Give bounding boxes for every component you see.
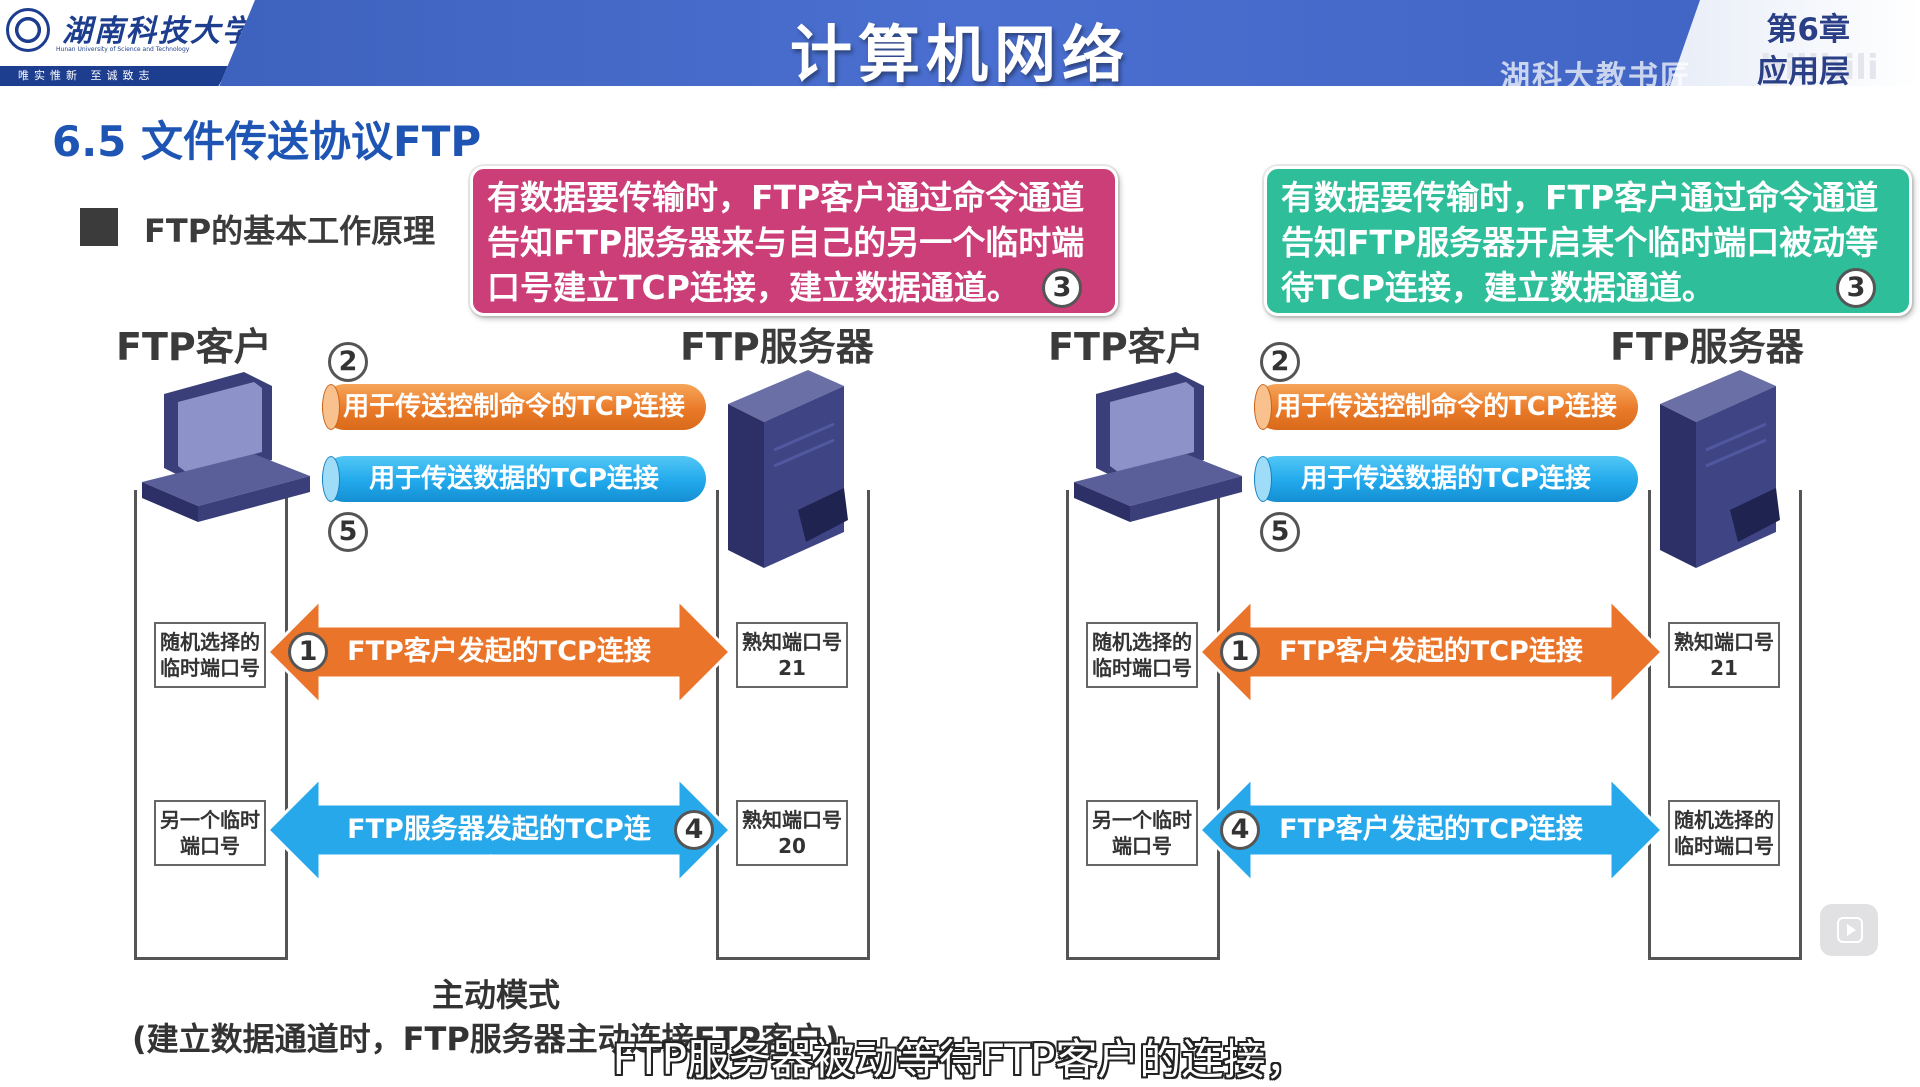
step-2-badge: 2 (328, 342, 368, 382)
control-connection-pipe: 用于传送控制命令的TCP连接 (1254, 384, 1638, 430)
video-subtitle: FTP服务器被动等待FTP客户的连接， (612, 1035, 1308, 1084)
client-label: FTP客户 (1048, 325, 1204, 369)
data-connection-pipe: 用于传送数据的TCP连接 (322, 456, 706, 502)
step-1-badge: 1 (288, 632, 328, 672)
pipe-label: 用于传送数据的TCP连接 (1301, 464, 1591, 494)
step-4-badge: 4 (674, 810, 714, 850)
server-tower-icon (1660, 370, 1780, 568)
client-port-box-1: 随机选择的临时端口号 (1086, 622, 1198, 688)
pipe-label: 用于传送数据的TCP连接 (369, 464, 659, 494)
step-5-badge: 5 (328, 512, 368, 552)
bilibili-logo-icon: bilibili (1760, 48, 1879, 88)
client-lifeline (1066, 490, 1220, 960)
tcp-connection-arrow-4 (1200, 778, 1662, 882)
client-lifeline (134, 490, 288, 960)
bullet-heading: FTP的基本工作原理 (144, 212, 436, 250)
passive-mode-diagram: 有数据要传输时，FTP客户通过命令通道告知FTP服务器开启某个临时端口被动等待T… (930, 0, 1912, 1079)
client-port-box-1: 随机选择的临时端口号 (154, 622, 266, 688)
step-3-badge: 3 (1836, 268, 1876, 308)
pipe-cap (322, 384, 340, 430)
tcp-connection-arrow-1 (1200, 600, 1662, 704)
client-port-box-4: 另一个临时端口号 (154, 800, 266, 866)
arrow-4-label: FTP客户发起的TCP连接 (1279, 814, 1583, 845)
server-port-box-4: 熟知端口号20 (736, 800, 848, 866)
tcp-connection-arrow-1 (268, 600, 730, 704)
client-computer-icon (1074, 372, 1242, 522)
play-icon (1837, 917, 1863, 943)
university-motto: 唯实惟新 至诚致志 (0, 66, 230, 86)
watermark-text: 湖科大教书匠 (1500, 60, 1692, 95)
server-label: FTP服务器 (680, 325, 874, 369)
client-computer-icon (142, 372, 310, 522)
header-bar (0, 0, 1920, 86)
server-tower-icon (728, 370, 848, 568)
server-lifeline (1648, 490, 1802, 960)
arrow-1-label: FTP客户发起的TCP连接 (347, 636, 651, 667)
callout-text: 有数据要传输时，FTP客户通过命令通道告知FTP服务器来与自己的另一个临时端口号… (487, 178, 1085, 307)
university-english-name: Hunan University of Science and Technolo… (56, 46, 190, 53)
chapter-name: 应用层 (1757, 54, 1850, 90)
pipe-cap (1254, 384, 1272, 430)
mode-title: 主动模式 (432, 976, 561, 1014)
client-port-box-4: 另一个临时端口号 (1086, 800, 1198, 866)
play-button[interactable] (1820, 904, 1878, 956)
chapter-panel (1670, 0, 1920, 86)
university-logo: 湖南科技大学 Hunan University of Science and T… (0, 0, 255, 86)
bullet-square-icon (80, 208, 118, 246)
step-5-badge: 5 (1260, 512, 1300, 552)
arrow-1-label: FTP客户发起的TCP连接 (1279, 636, 1583, 667)
client-label: FTP客户 (116, 325, 272, 369)
tcp-connection-arrow-4 (268, 778, 730, 882)
data-connection-pipe: 用于传送数据的TCP连接 (1254, 456, 1638, 502)
pipe-cap (322, 456, 340, 502)
mode-description: (建立数据通道时，FTP服务器主动连接FTP客户) (132, 1020, 840, 1058)
chapter-number: 第6章 (1766, 12, 1850, 48)
server-port-box-4: 随机选择的临时端口号 (1668, 800, 1780, 866)
pipe-cap (1254, 456, 1272, 502)
step3-callout: 有数据要传输时，FTP客户通过命令通道告知FTP服务器来与自己的另一个临时端口号… (470, 166, 1118, 316)
active-mode-diagram: 有数据要传输时，FTP客户通过命令通道告知FTP服务器来与自己的另一个临时端口号… (0, 0, 1118, 1079)
section-title: 6.5 文件传送协议FTP (52, 117, 482, 166)
step-4-badge: 4 (1220, 810, 1260, 850)
university-seal-icon (6, 8, 50, 52)
server-port-box-1: 熟知端口号21 (1668, 622, 1780, 688)
callout-text: 有数据要传输时，FTP客户通过命令通道告知FTP服务器开启某个临时端口被动等待T… (1281, 178, 1879, 307)
server-label: FTP服务器 (1610, 325, 1804, 369)
server-lifeline (716, 490, 870, 960)
step-2-badge: 2 (1260, 342, 1300, 382)
step-3-badge: 3 (1042, 268, 1082, 308)
course-title: 计算机网络 (789, 18, 1130, 91)
server-port-box-1: 熟知端口号21 (736, 622, 848, 688)
university-name: 湖南科技大学 (62, 14, 254, 49)
control-connection-pipe: 用于传送控制命令的TCP连接 (322, 384, 706, 430)
step3-callout: 有数据要传输时，FTP客户通过命令通道告知FTP服务器开启某个临时端口被动等待T… (1264, 166, 1912, 316)
arrow-4-label: FTP服务器发起的TCP连接 (347, 814, 651, 885)
pipe-label: 用于传送控制命令的TCP连接 (343, 392, 685, 422)
pipe-label: 用于传送控制命令的TCP连接 (1275, 392, 1617, 422)
step-1-badge: 1 (1220, 632, 1260, 672)
